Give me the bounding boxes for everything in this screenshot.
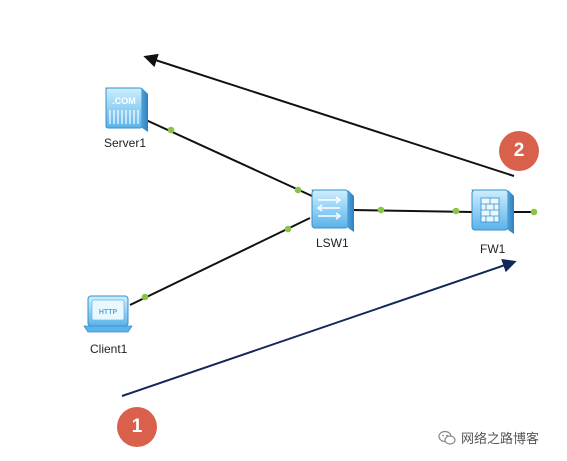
step-1-badge: 1 [117, 407, 157, 447]
wechat-icon [438, 430, 456, 445]
port-dot [167, 126, 175, 134]
link-lsw1-fw1 [351, 209, 473, 213]
server1-label: Server1 [104, 136, 147, 150]
watermark-text: 网络之路博客 [461, 432, 540, 447]
client-icon-text: HTTP [99, 309, 118, 316]
port-dot [452, 207, 460, 215]
step-2-badge: 2 [499, 131, 539, 171]
port-dots [141, 126, 538, 301]
port-dot [284, 225, 292, 233]
client1-label: Client1 [90, 342, 128, 356]
flow-arrow-2 [143, 53, 515, 177]
port-dot [377, 206, 385, 214]
http-client-icon[interactable]: HTTP [83, 295, 133, 333]
server-icon-text: .COM [112, 96, 136, 106]
link-server1-lsw1 [145, 119, 313, 197]
server-com-icon[interactable]: .COM [105, 87, 148, 132]
switch-icon[interactable] [311, 189, 354, 232]
port-dot [141, 293, 149, 301]
lsw1-label: LSW1 [316, 236, 349, 250]
link-client1-lsw1 [129, 217, 311, 306]
flow-arrow-1 [121, 258, 517, 397]
watermark: 网络之路博客 [438, 428, 539, 447]
port-dot [530, 208, 538, 216]
firewall-icon[interactable] [471, 189, 514, 234]
port-dot [294, 186, 302, 194]
fw1-label: FW1 [480, 242, 506, 256]
